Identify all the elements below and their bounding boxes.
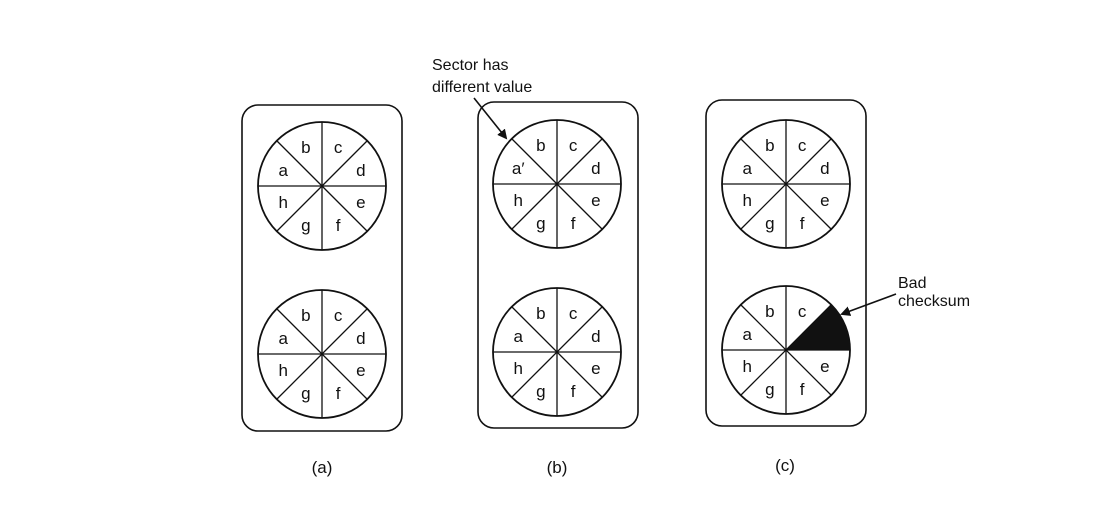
panel-a-disk-top-sector-h-label: h [278,193,287,212]
panel-b-frame [477,101,639,429]
panel-b-disk-bottom-sector-e-label: e [591,359,600,378]
panel-a-disk-top-sector-c-label: c [334,138,343,157]
panel-b-disk-bottom-sector-a-label: a [513,327,523,346]
annotation-c-line-1: Bad [898,275,926,292]
panel-b-disk-bottom-sector-b-label: b [536,304,545,323]
panel-b-disk-top-sector-f-label: f [571,214,576,233]
panel-c-disk-top-sector-g-label: g [765,214,774,233]
panel-a-caption: (a) [312,458,333,477]
panel-b-disk-bottom-divider [511,306,603,398]
panel-c-disk-bottom-bad-sector-d [786,304,850,350]
annotation-c-line-2: checksum [898,293,970,310]
panel-c-disk-bottom: ab c ef gh [721,285,851,415]
panel-b-caption: (b) [547,458,568,477]
panel-b-disk-top-sector-d-label: d [591,159,600,178]
panel-c-disk-bottom-sector-b-label: b [765,302,774,321]
annotation-b-line-2: different value [432,79,532,96]
panel-a-frame [241,104,403,432]
panel-c-disk-bottom-sector-h-label: h [742,357,751,376]
panel-a-disk-bottom-sector-g-label: g [301,384,310,403]
annotation-b-arrow [473,97,508,140]
panel-a-disk-top-divider [276,140,368,232]
panel-c-disk-bottom-sector-f-label: f [800,380,805,399]
panel-b-disk-top-sector-e-label: e [591,191,600,210]
panel-a-disk-top-sector-b-label: b [301,138,310,157]
panel-a-disk-bottom-sector-h-label: h [278,361,287,380]
panel-c-disk-top-sector-h-label: h [742,191,751,210]
panel-a-disk-top-sector-d-label: d [356,161,365,180]
panel-c-disk-top-sector-c-label: c [798,136,807,155]
panel-c-disk-bottom-sector-a-label: a [742,325,752,344]
panel-b-disk-bottom-sector-f-label: f [571,382,576,401]
panel-a-disk-bottom-sector-e-label: e [356,361,365,380]
panel-a-disk-bottom-sector-b-label: b [301,306,310,325]
panel-b-disk-top-sector-b-label: b [536,136,545,155]
panel-b-disk-top-sector-a-label: a′ [512,159,525,178]
panel-c-disk-bottom-sector-e-label: e [820,357,829,376]
panel-a-disk-bottom-sector-f-label: f [336,384,341,403]
panel-b-disk-bottom-sector-c-label: c [569,304,578,323]
panel-a-disk-bottom-divider [276,308,368,400]
panel-b-disk-bottom-sector-d-label: d [591,327,600,346]
panel-a-disk-bottom-sector-a-label: a [278,329,288,348]
panel-b-disk-bottom-sector-g-label: g [536,382,545,401]
panel-a-disk-bottom-sector-d-label: d [356,329,365,348]
panel-a-disk-top-sector-a-label: a [278,161,288,180]
panel-c-disk-top-sector-d-label: d [820,159,829,178]
panel-c-disk-bottom-divider [740,304,832,396]
panel-c-disk-top-sector-b-label: b [765,136,774,155]
panel-b-disk-top-sector-c-label: c [569,136,578,155]
panel-b-disk-bottom-sector-h-label: h [513,359,522,378]
panel-c-disk-top-divider [740,138,832,230]
annotation-b-line-1: Sector has [432,57,508,74]
panel-c-frame [705,99,867,427]
panel-a-disk-bottom-sector-c-label: c [334,306,343,325]
panel-c-disk-top-sector-f-label: f [800,214,805,233]
panel-b-disk-top-sector-h-label: h [513,191,522,210]
panel-c-disk-bottom-sector-g-label: g [765,380,774,399]
panel-a-disk-top-sector-f-label: f [336,216,341,235]
panel-a-disk-top-sector-e-label: e [356,193,365,212]
panel-b-disk-top-sector-g-label: g [536,214,545,233]
annotation-c-arrow [840,293,897,316]
panel-a-disk-top-sector-g-label: g [301,216,310,235]
panel-c-disk-bottom-sector-c-label: c [798,302,807,321]
panel-c-disk-top-sector-e-label: e [820,191,829,210]
panel-b-disk-top-divider [511,138,603,230]
panel-c-caption: (c) [775,456,795,475]
panel-c-disk-top-sector-a-label: a [742,159,752,178]
